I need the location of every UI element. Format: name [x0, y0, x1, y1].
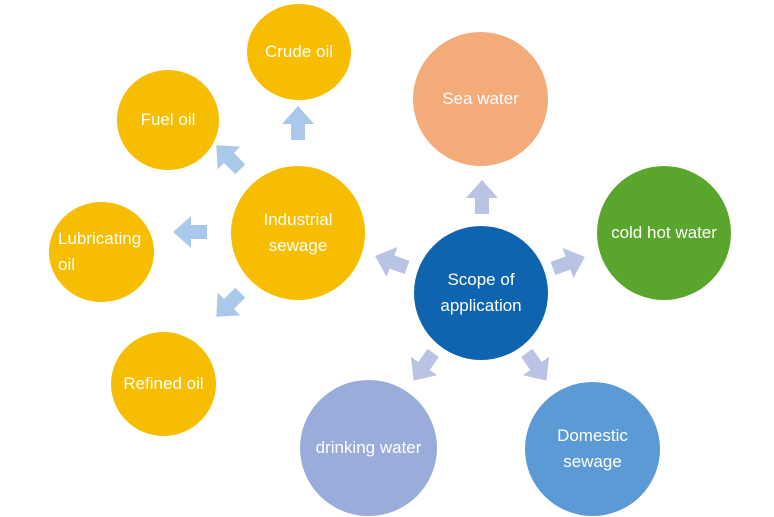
cold-hot-water-label: cold hot water: [611, 222, 717, 242]
arrow-to-lubricating-oil: [173, 216, 207, 248]
arrow-to-domestic-sewage: [521, 348, 550, 381]
arrow-to-crude-oil: [282, 106, 314, 140]
node-domestic-sewage: Domestic sewage: [525, 382, 660, 516]
arrow-to-refined-oil: [216, 287, 246, 317]
node-fuel-oil: Fuel oil: [117, 70, 219, 170]
crude-oil-label: Crude oil: [264, 41, 334, 61]
arrow-to-cold-hot-water: [550, 247, 585, 279]
node-cold-hot-water: cold hot water: [597, 166, 731, 300]
industrial-sewage-label: Industrial sewage: [263, 209, 333, 255]
node-lubricating-oil: Lubricating oil: [49, 202, 154, 302]
sea-water-label: Sea water: [442, 88, 519, 108]
fuel-oil-label: Fuel oil: [140, 109, 196, 129]
lubricating-oil-label: Lubricating oil: [58, 228, 142, 274]
node-industrial-sewage: Industrial sewage: [231, 166, 365, 300]
refined-oil-label: Refined oil: [123, 373, 204, 393]
arrow-to-drinking-water: [410, 348, 439, 381]
node-refined-oil: Refined oil: [111, 332, 216, 436]
node-drinking-water: drinking water: [300, 380, 437, 516]
node-sea-water: Sea water: [413, 32, 548, 166]
arrow-to-sea-water: [466, 180, 498, 214]
arrow-to-fuel-oil: [216, 145, 246, 175]
drinking-water-label: drinking water: [315, 437, 422, 457]
arrow-to-industrial-sewage: [375, 246, 410, 278]
domestic-sewage-label: Domestic sewage: [557, 425, 628, 471]
node-crude-oil: Crude oil: [247, 4, 351, 100]
scope-of-application-label: Scope of application: [440, 269, 522, 315]
node-scope-of-application: Scope of application: [414, 226, 548, 360]
